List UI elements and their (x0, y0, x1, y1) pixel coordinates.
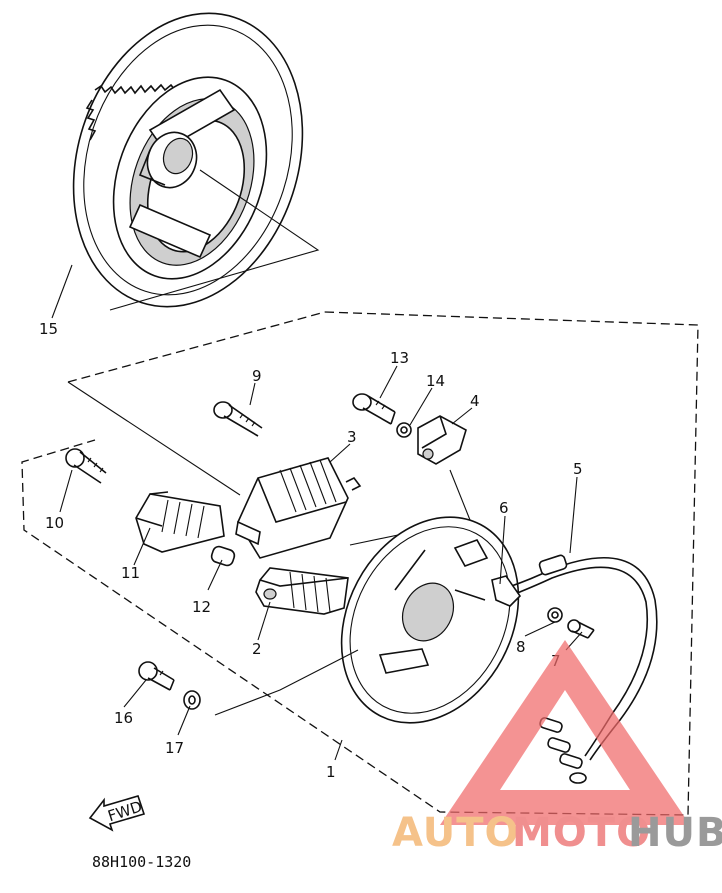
callout-labels: 1 2 3 4 5 6 7 8 9 10 11 12 13 14 15 16 1… (39, 320, 583, 781)
callout-label-9: 9 (252, 367, 262, 385)
clamp-4 (417, 415, 467, 465)
washer-14 (396, 422, 412, 438)
bolt-10 (65, 448, 107, 484)
callout-leaders (59, 365, 583, 761)
washer-17 (183, 690, 201, 710)
automotohub-watermark: AUTO MOTO HUB (392, 640, 722, 856)
spacer-12 (210, 545, 236, 567)
bolt-13 (352, 393, 396, 425)
callout-label-14: 14 (426, 372, 445, 390)
subassembly-boundary (67, 311, 326, 383)
flywheel-rotor (72, 12, 304, 308)
coil-11 (135, 491, 225, 553)
callout-label-6: 6 (499, 499, 509, 517)
bolt-16 (138, 661, 175, 691)
callout-label-8: 8 (516, 638, 526, 656)
fwd-label: FWD (105, 797, 144, 825)
coil-2 (255, 567, 349, 615)
callout-label-12: 12 (192, 598, 211, 616)
bolt-9 (213, 401, 263, 437)
callout-label-1: 1 (326, 763, 336, 781)
grommet-6 (491, 575, 522, 607)
callout-label-15: 15 (39, 320, 58, 338)
watermark-moto: MOTO (512, 810, 651, 856)
callout-label-11: 11 (121, 564, 140, 582)
washer-8 (547, 607, 563, 623)
callout-label-2: 2 (252, 640, 262, 658)
fwd-arrow-icon: FWD (88, 795, 146, 832)
assembly-boundary (21, 311, 699, 816)
watermark-triangle-icon (440, 640, 690, 825)
screw-7 (567, 619, 595, 639)
callout-label-13: 13 (390, 349, 409, 367)
callout-label-4: 4 (470, 392, 480, 410)
callout-label-3: 3 (347, 428, 357, 446)
stator-plate-1 (340, 516, 520, 724)
rotor-leader (109, 169, 320, 311)
callout-label-16: 16 (114, 709, 133, 727)
drawing-code: 88H100-1320 (92, 853, 191, 871)
watermark-auto: AUTO (392, 810, 520, 856)
callout-15-leader (51, 264, 73, 319)
watermark-hub: HUB (628, 810, 722, 856)
callout-label-17: 17 (165, 739, 184, 757)
callout-label-5: 5 (573, 460, 583, 478)
coil-3 (235, 457, 362, 559)
callout-label-10: 10 (45, 514, 64, 532)
